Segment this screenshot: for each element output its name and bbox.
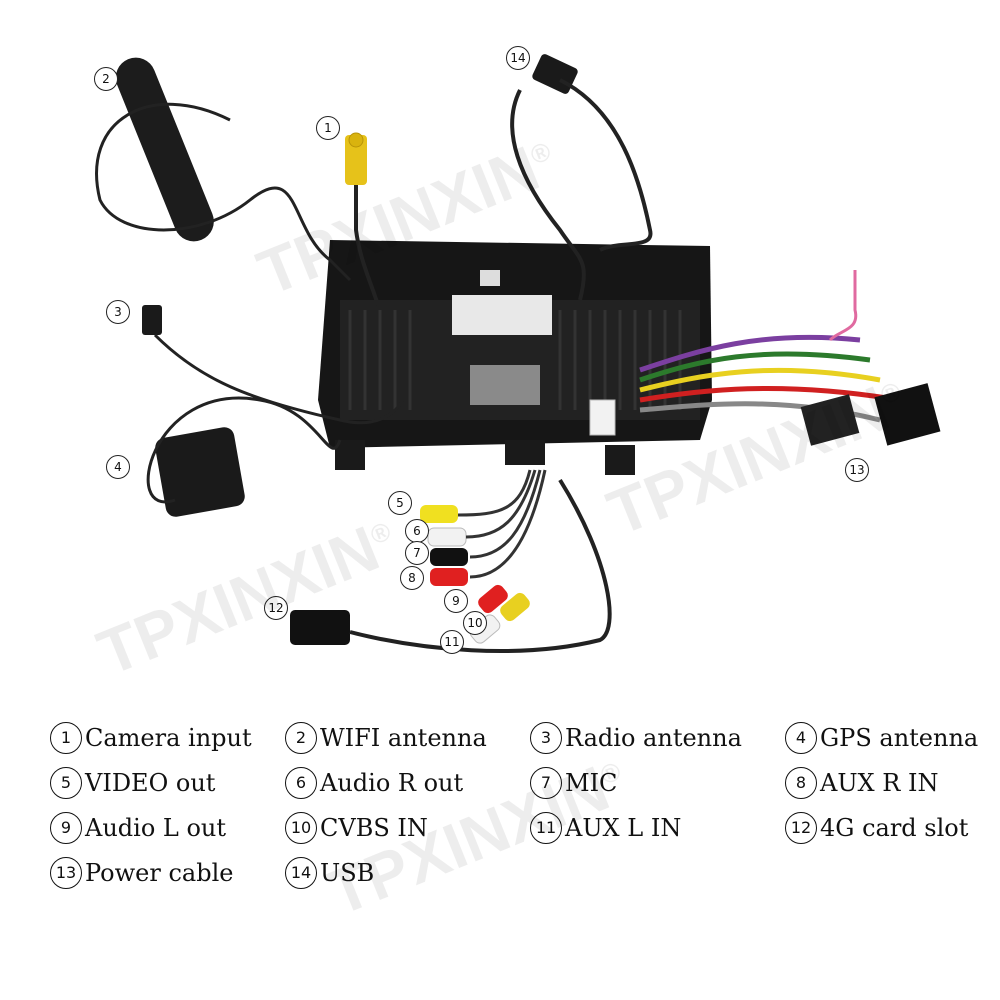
callout-7: 7 <box>405 541 429 565</box>
legend-number: 5 <box>50 766 82 799</box>
legend-number: 12 <box>785 811 817 844</box>
radio-antenna <box>142 305 407 425</box>
legend-number: 13 <box>50 856 82 889</box>
callout-11: 11 <box>440 630 464 654</box>
callout-12: 12 <box>264 596 288 620</box>
legend-label: GPS antenna <box>820 723 979 752</box>
legend-number: 4 <box>785 721 817 754</box>
legend-label: Audio R out <box>320 768 464 797</box>
power-cable-harness <box>589 270 941 446</box>
legend-number: 10 <box>285 811 317 844</box>
callout-6: 6 <box>405 519 429 543</box>
legend-label: Audio L out <box>85 813 227 842</box>
legend-number: 14 <box>285 856 317 889</box>
legend-label: Radio antenna <box>565 723 742 752</box>
callout-1: 1 <box>316 116 340 140</box>
legend-label: AUX R IN <box>820 768 939 797</box>
usb-cable <box>510 54 653 301</box>
legend-label: CVBS IN <box>320 813 428 842</box>
legend-number: 3 <box>530 721 562 754</box>
callout-4: 4 <box>106 455 130 479</box>
legend-number: 1 <box>50 721 82 754</box>
callout-8: 8 <box>400 566 424 590</box>
head-unit <box>318 240 712 475</box>
legend-label: WIFI antenna <box>320 723 487 752</box>
legend-label: USB <box>320 858 375 887</box>
legend-label: MIC <box>565 768 618 797</box>
callout-10: 10 <box>463 611 487 635</box>
legend-label: Camera input <box>85 723 252 752</box>
gps-antenna <box>146 396 342 517</box>
legend-number: 2 <box>285 721 317 754</box>
camera-input-cable <box>345 132 380 306</box>
legend-number: 7 <box>530 766 562 799</box>
legend-label: AUX L IN <box>565 813 682 842</box>
legend-number: 6 <box>285 766 317 799</box>
legend-label: 4G card slot <box>820 813 969 842</box>
legend-label: Power cable <box>85 858 234 887</box>
legend-number: 11 <box>530 811 562 844</box>
callout-2: 2 <box>94 67 118 91</box>
4g-card-slot-cable <box>290 478 612 654</box>
callout-3: 3 <box>106 300 130 324</box>
legend-label: VIDEO out <box>85 768 216 797</box>
rca-connectors <box>420 469 547 644</box>
callout-13: 13 <box>845 458 869 482</box>
legend-number: 8 <box>785 766 817 799</box>
product-photo <box>95 54 941 654</box>
callout-14: 14 <box>506 46 530 70</box>
callout-5: 5 <box>388 491 412 515</box>
legend-number: 9 <box>50 811 82 844</box>
wifi-antenna <box>95 57 352 282</box>
callout-9: 9 <box>444 589 468 613</box>
